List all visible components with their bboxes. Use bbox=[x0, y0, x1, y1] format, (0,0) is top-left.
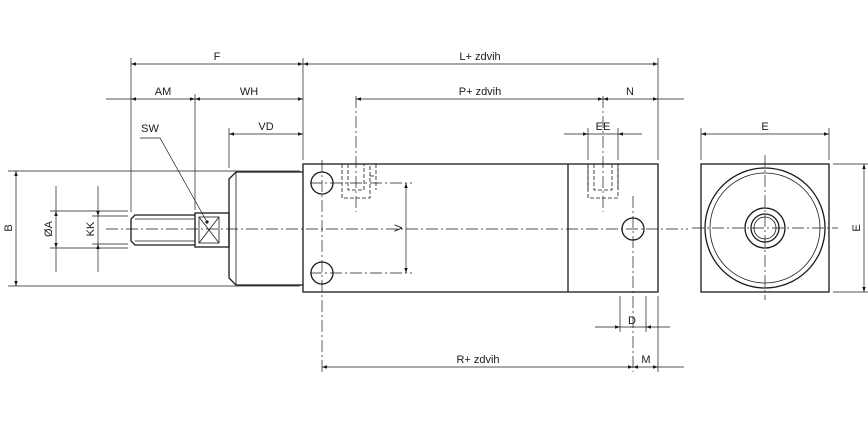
label-M: M bbox=[641, 354, 650, 366]
label-KK: KK bbox=[85, 221, 97, 236]
rod-boss-circle bbox=[744, 207, 786, 249]
label-R: R+ zdvih bbox=[456, 354, 499, 366]
label-E-top: E bbox=[761, 121, 768, 133]
end-view-outer-circle bbox=[704, 167, 826, 289]
label-WH: WH bbox=[240, 86, 258, 98]
piston-rod bbox=[130, 214, 195, 246]
label-L: L+ zdvih bbox=[459, 51, 500, 63]
end-view bbox=[692, 155, 838, 300]
dim-SW-leader bbox=[140, 137, 208, 223]
label-A: ØA bbox=[43, 220, 55, 237]
side-view bbox=[106, 96, 688, 372]
wrench-flat bbox=[194, 212, 230, 248]
label-D: D bbox=[628, 315, 636, 327]
wrench-flat-cross bbox=[198, 216, 220, 244]
label-V: V bbox=[393, 224, 405, 232]
label-B: B bbox=[3, 224, 15, 231]
hidden-port-front-inner bbox=[347, 164, 365, 191]
label-N: N bbox=[626, 86, 634, 98]
label-VD: VD bbox=[258, 121, 273, 133]
label-SW: SW bbox=[141, 123, 159, 135]
dimensions bbox=[8, 58, 868, 372]
wrench-flat-square bbox=[198, 216, 220, 244]
hidden-port-rear-inner bbox=[593, 164, 613, 191]
front-neck bbox=[228, 171, 303, 286]
dimension-labels: F L+ zdvih AM WH P+ zdvih N SW VD EE E E… bbox=[3, 51, 863, 366]
label-E-side: E bbox=[851, 224, 863, 231]
dim-SW-leader-dot bbox=[205, 220, 209, 224]
label-AM: AM bbox=[155, 86, 172, 98]
label-P: P+ zdvih bbox=[459, 86, 502, 98]
cylinder-body bbox=[302, 163, 659, 293]
label-EE: EE bbox=[596, 121, 611, 133]
label-F: F bbox=[214, 51, 221, 63]
